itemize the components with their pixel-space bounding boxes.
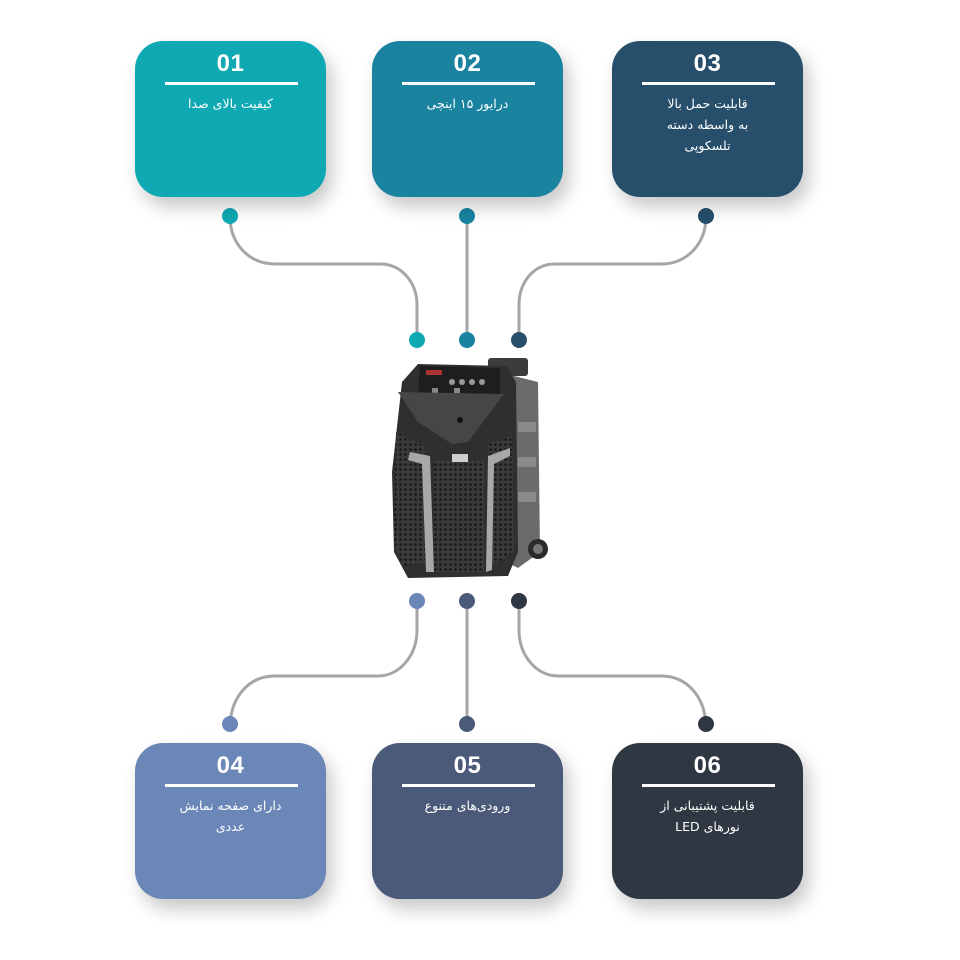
divider xyxy=(402,82,535,85)
feature-card-04: 04 دارای صفحه نمایش عددی xyxy=(135,743,326,899)
connector-04 xyxy=(228,601,419,725)
grille-right xyxy=(488,436,514,566)
feature-text: کیفیت بالای صدا xyxy=(188,96,273,111)
dot-06-product xyxy=(511,593,527,609)
dot-04-product xyxy=(409,593,425,609)
feature-text: درایور ۱۵ اینچی xyxy=(426,96,509,111)
feature-text: قابلیت پشتیبانی از نورهای LED xyxy=(660,798,755,834)
connector-01 xyxy=(228,215,419,340)
feature-card-03: 03 قابلیت حمل بالا به واسطه دسته تلسکوپی xyxy=(612,41,803,197)
feature-number: 06 xyxy=(693,752,722,779)
dot-02-card xyxy=(459,208,475,224)
dot-06-card xyxy=(698,716,714,732)
feature-number: 04 xyxy=(216,752,245,779)
divider xyxy=(165,82,298,85)
dot-04-card xyxy=(222,716,238,732)
feature-card-02: 02 درایور ۱۵ اینچی xyxy=(372,41,563,197)
dot-01-product xyxy=(409,332,425,348)
grille-center xyxy=(434,460,484,572)
dot-02-product xyxy=(459,332,475,348)
connector-06 xyxy=(517,601,708,725)
feature-card-05: 05 ورودی‌های متنوع xyxy=(372,743,563,899)
feature-number: 03 xyxy=(693,50,722,77)
divider xyxy=(165,784,298,787)
divider xyxy=(642,784,775,787)
dot-03-product xyxy=(511,332,527,348)
dot-05-card xyxy=(459,716,475,732)
feature-card-01: 01 کیفیت بالای صدا xyxy=(135,41,326,197)
feature-number: 05 xyxy=(453,752,482,779)
feature-number: 01 xyxy=(216,50,245,77)
speaker-image xyxy=(392,358,548,578)
feature-text: ورودی‌های متنوع xyxy=(424,798,511,813)
divider xyxy=(402,784,535,787)
connector-03 xyxy=(517,215,708,340)
feature-card-06: 06 قابلیت پشتیبانی از نورهای LED xyxy=(612,743,803,899)
dot-05-product xyxy=(459,593,475,609)
feature-text: قابلیت حمل بالا به واسطه دسته تلسکوپی xyxy=(666,96,749,153)
dot-01-card xyxy=(222,208,238,224)
dot-03-card xyxy=(698,208,714,224)
feature-number: 02 xyxy=(453,50,482,77)
feature-text: دارای صفحه نمایش عددی xyxy=(179,798,282,834)
divider xyxy=(642,82,775,85)
